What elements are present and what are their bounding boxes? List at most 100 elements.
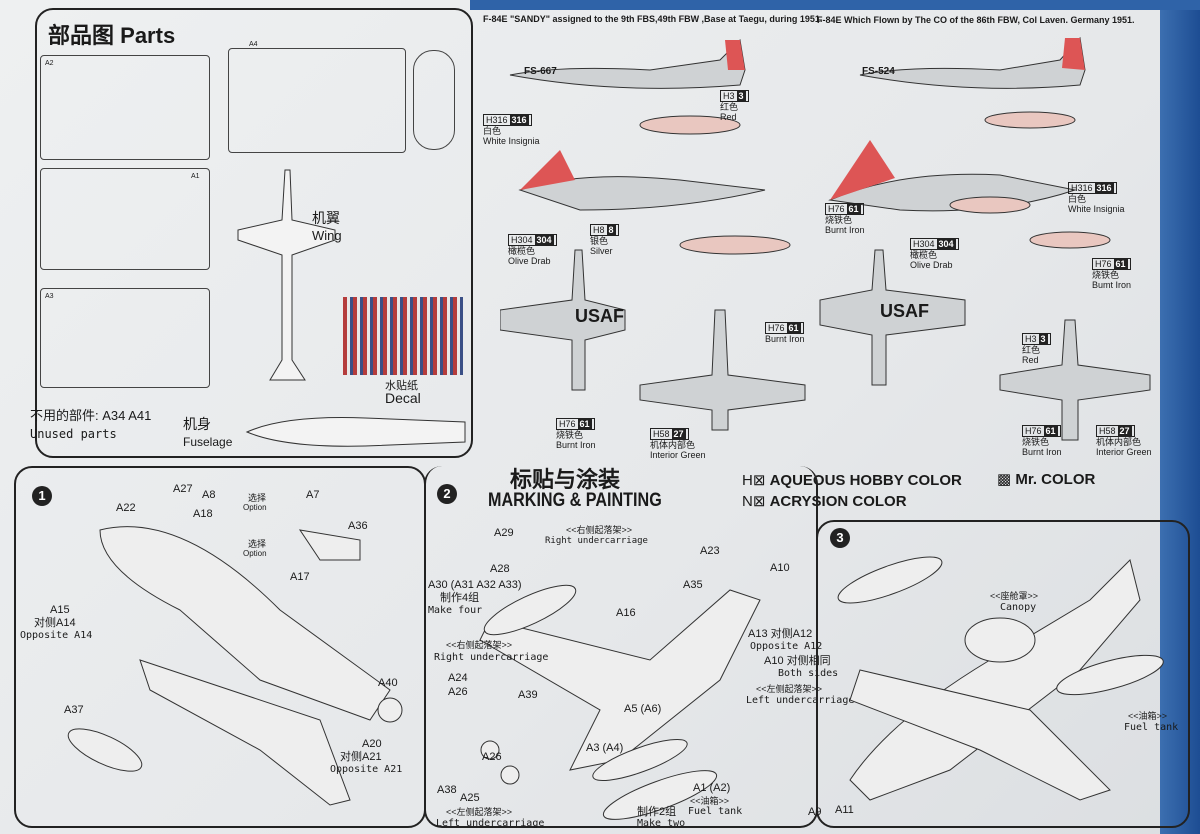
part-label: A16: [616, 607, 636, 619]
section-label: <<左侧起落架>>: [756, 684, 823, 694]
part-label: Opposite A14: [20, 630, 93, 641]
box-edge-top: [470, 0, 1200, 10]
step-3-panel: [816, 520, 1190, 828]
section-label: Fuel tank: [1124, 722, 1179, 733]
legend-mr-color: ▩ Mr. COLOR: [997, 471, 1096, 488]
sprue-a2: A2: [40, 55, 210, 160]
part-label: A26: [448, 686, 468, 698]
section-label: Right undercarriage: [545, 536, 648, 546]
part-label: A20: [362, 738, 382, 750]
part-label: A38: [437, 784, 457, 796]
wing-part-drawing: [237, 169, 336, 381]
part-label: Make four: [428, 605, 483, 616]
part-label: Opposite A12: [750, 641, 823, 652]
usaf-marking-a: USAF: [575, 306, 624, 326]
part-label: A30 (A31 A32 A33): [428, 579, 522, 591]
marking-title-en: MARKING & PAINTING: [488, 490, 662, 511]
usaf-marking-b: USAF: [880, 301, 929, 321]
decal-label-cn: 水贴纸: [385, 380, 418, 392]
sprue-a1: A1: [40, 168, 210, 270]
option-label: 选择: [248, 493, 267, 503]
canopy-sprue: [413, 50, 455, 150]
parts-title-en: Parts: [120, 23, 176, 48]
marking-title-cn: 标贴与涂装: [510, 467, 621, 492]
sprue-a4: A4: [228, 41, 406, 153]
part-label: A1 (A2): [693, 782, 731, 794]
part-label: A13 对侧A12: [748, 628, 813, 640]
decal-label-en: Decal: [385, 390, 421, 406]
section-label: <<右侧起落架>>: [566, 525, 633, 535]
part-label: 制作4组: [440, 592, 480, 604]
part-label: A10 对侧相同: [764, 655, 831, 667]
part-label: A22: [116, 502, 136, 514]
decal-sheet-image: [343, 297, 463, 375]
part-label: A11: [835, 804, 854, 816]
step-2-number: 2: [437, 484, 457, 504]
part-label: A18: [193, 508, 213, 520]
section-label: <<左侧起落架>>: [446, 807, 513, 817]
aircraft-profiles: [500, 36, 1151, 441]
scheme-a-caption: F-84E "SANDY" assigned to the 9th FBS,49…: [483, 14, 823, 24]
part-label: A8: [202, 489, 216, 501]
sprue-a3: A3: [40, 288, 210, 388]
part-label: 对侧A14: [34, 617, 76, 629]
step-1-number: 1: [32, 486, 52, 506]
section-label: <<油箱>>: [1128, 711, 1168, 721]
step-3-assembly-drawing: [837, 556, 1164, 801]
parts-title-cn: 部品图: [48, 23, 115, 48]
section-label: Left undercarriage: [436, 818, 545, 829]
section-label: Left undercarriage: [746, 695, 855, 706]
part-label: A10: [770, 562, 790, 574]
section-label: <<座舱罩>>: [990, 591, 1039, 601]
fuselage-label-en: Fuselage: [183, 435, 233, 449]
part-label: A29: [494, 527, 514, 539]
part-label: A37: [64, 704, 84, 716]
part-label: A26: [482, 751, 502, 763]
part-label: 制作2组: [637, 806, 677, 818]
part-label: A7: [306, 489, 320, 501]
part-label: 对侧A21: [340, 751, 382, 763]
part-label: Fuel tank: [688, 806, 743, 817]
section-label: Canopy: [1000, 602, 1037, 613]
serial-a: FS-667: [524, 66, 557, 77]
option-label: Option: [243, 503, 267, 512]
legend-acrysion: N⊠ ACRYSION COLOR: [742, 493, 907, 510]
part-label: Both sides: [778, 668, 839, 679]
part-label: Make two: [637, 818, 686, 829]
part-label: A40: [378, 677, 398, 689]
step-2-assembly-drawing: [479, 584, 761, 820]
serial-b: FS-524: [862, 66, 895, 77]
fuselage-label-cn: 机身: [183, 416, 211, 432]
part-label: A35: [683, 579, 703, 591]
part-label: A17: [290, 571, 310, 583]
option-label: Option: [243, 549, 267, 558]
box-edge: [1160, 0, 1200, 834]
part-label: A27: [173, 483, 193, 495]
section-label: Right undercarriage: [434, 652, 549, 663]
step-1-assembly-drawing: [67, 526, 403, 806]
fuselage-part-drawing: [245, 417, 466, 447]
wing-label-en: Wing: [312, 228, 342, 243]
parts-panel: [35, 8, 473, 458]
option-label: 选择: [248, 539, 267, 549]
unused-parts-cn: 不用的部件: A34 A41: [30, 408, 152, 423]
part-label: A3 (A4): [586, 742, 624, 754]
part-label: A5 (A6): [624, 703, 662, 715]
parts-title: 部品图 Parts: [48, 18, 175, 50]
unused-parts-en: Unused parts: [30, 427, 117, 441]
part-label: A28: [490, 563, 510, 575]
scheme-b-caption: F-84E Which Flown by The CO of the 86th …: [817, 15, 1135, 25]
section-label: <<右侧起落架>>: [446, 640, 513, 650]
